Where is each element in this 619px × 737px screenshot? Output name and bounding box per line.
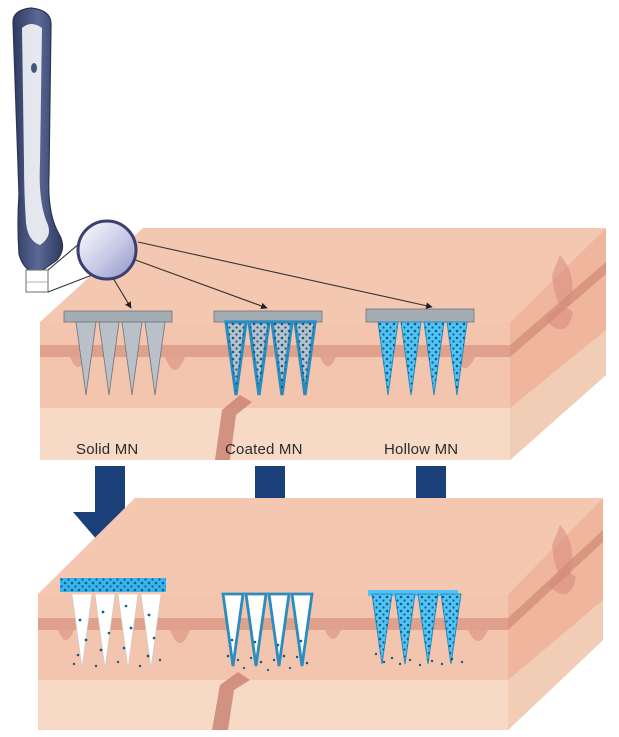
solid-mn-label: Solid MN bbox=[76, 441, 139, 458]
blood-vessel bbox=[215, 395, 252, 460]
microneedle-pen-icon bbox=[12, 7, 64, 293]
solid-mn-base bbox=[63, 310, 173, 323]
coated-mn-label: Coated MN bbox=[225, 441, 303, 458]
coated-mn-array bbox=[213, 310, 323, 396]
lens-connectors bbox=[47, 237, 433, 310]
hollow-mn-array bbox=[365, 308, 475, 396]
coated-mn-result bbox=[221, 592, 314, 672]
hollow-mn-label: Hollow MN bbox=[384, 441, 459, 458]
solid-mn-result bbox=[60, 578, 166, 669]
coated-mn-base bbox=[213, 310, 323, 323]
fat-layer bbox=[40, 408, 510, 460]
solid-mn-array bbox=[63, 310, 173, 396]
skin-block-top bbox=[40, 228, 606, 460]
hollow-mn-result bbox=[368, 590, 464, 667]
skin-top-surface-bottom bbox=[38, 498, 603, 594]
hollow-mn-base bbox=[365, 308, 475, 323]
magnifier-lens-icon bbox=[76, 219, 138, 281]
